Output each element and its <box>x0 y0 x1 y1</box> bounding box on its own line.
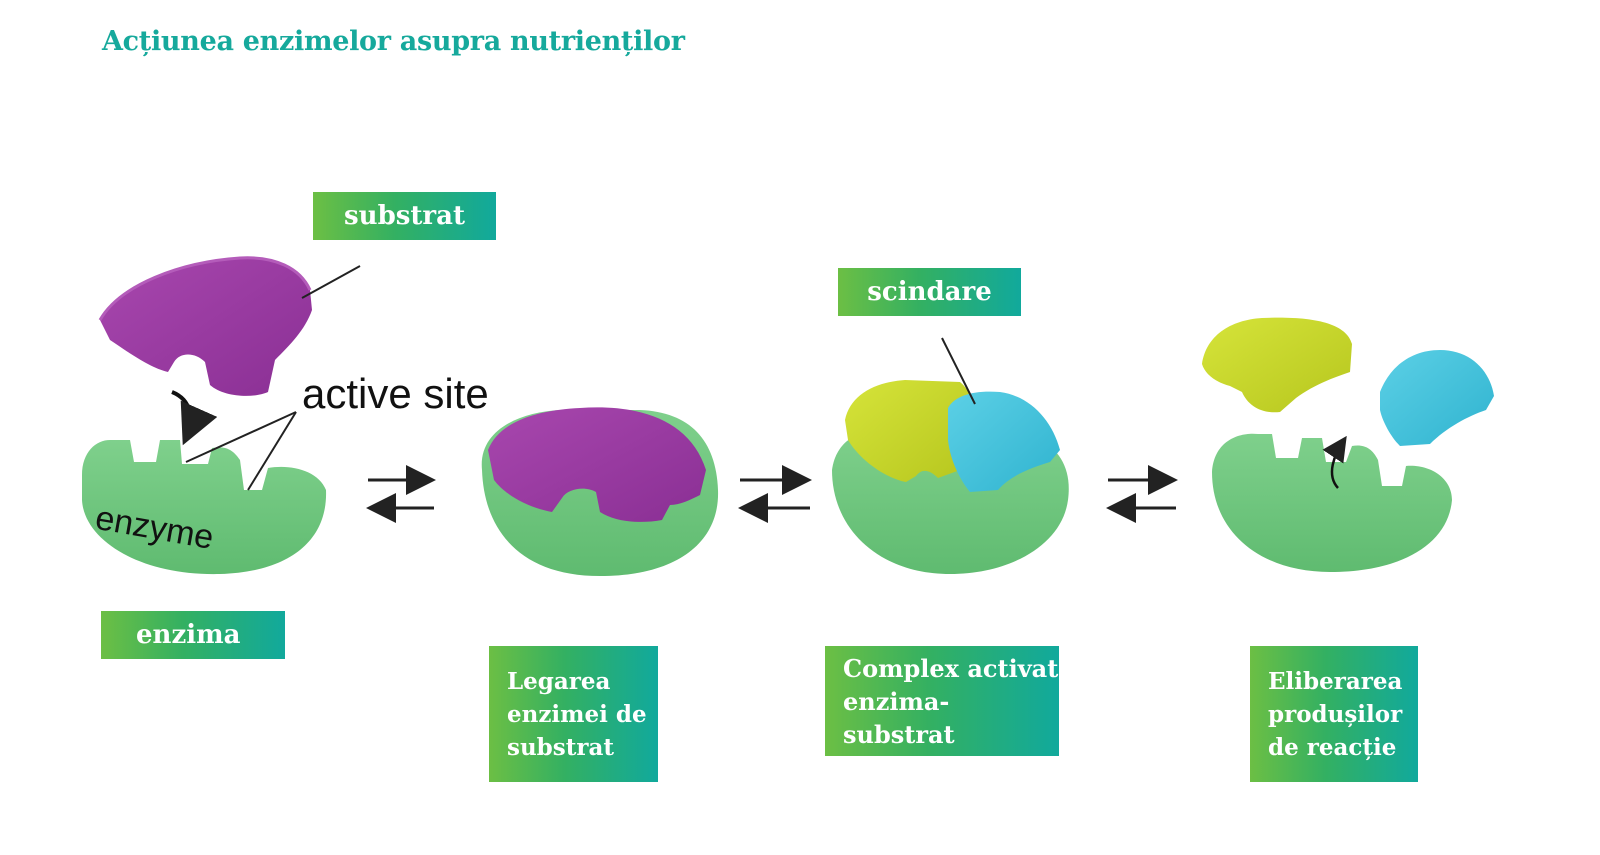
binding-arrow-icon <box>171 390 218 446</box>
label-legarea: Legarea enzimei de substrat <box>489 646 658 782</box>
label-substrat: substrat <box>313 192 496 240</box>
label-complex-line-1: Complex activat <box>843 653 1059 683</box>
label-complex-line-2: enzima-substrat <box>843 686 955 749</box>
label-eliberarea-line-2: produșilor <box>1268 700 1403 728</box>
label-enzima: enzima <box>101 611 285 659</box>
equilibrium-arrows-2 <box>738 465 812 523</box>
enzyme-substrate-bound-stage2 <box>481 407 719 576</box>
substrat-pointer-line <box>301 265 361 299</box>
label-legarea-line-2: enzimei de <box>507 700 647 728</box>
label-eliberarea-line-3: de reacție <box>1268 733 1397 761</box>
equilibrium-arrows-3 <box>1106 465 1178 523</box>
active-site-pointer-2 <box>247 411 297 491</box>
products-released-stage4 <box>1202 317 1494 572</box>
release-arrow-icon <box>1322 435 1347 489</box>
label-eliberarea: Eliberarea produșilor de reacție <box>1250 646 1418 782</box>
label-legarea-line-3: substrat <box>507 733 614 761</box>
label-scindare: scindare <box>838 268 1021 316</box>
active-site-pointer-1 <box>185 411 297 463</box>
label-legarea-line-1: Legarea <box>507 667 611 695</box>
active-site-text: active site <box>302 370 489 417</box>
activated-complex-stage3 <box>832 380 1069 574</box>
page-title: Acțiunea enzimelor asupra nutrienților <box>102 26 685 57</box>
substrate-shape-stage1 <box>98 256 312 396</box>
equilibrium-arrows-1 <box>366 465 436 523</box>
scindare-pointer-line <box>941 337 976 405</box>
enzyme-shape-stage1 <box>82 440 327 575</box>
label-eliberarea-line-1: Eliberarea <box>1268 667 1403 695</box>
label-complex: Complex activat enzima-substrat <box>825 646 1059 756</box>
